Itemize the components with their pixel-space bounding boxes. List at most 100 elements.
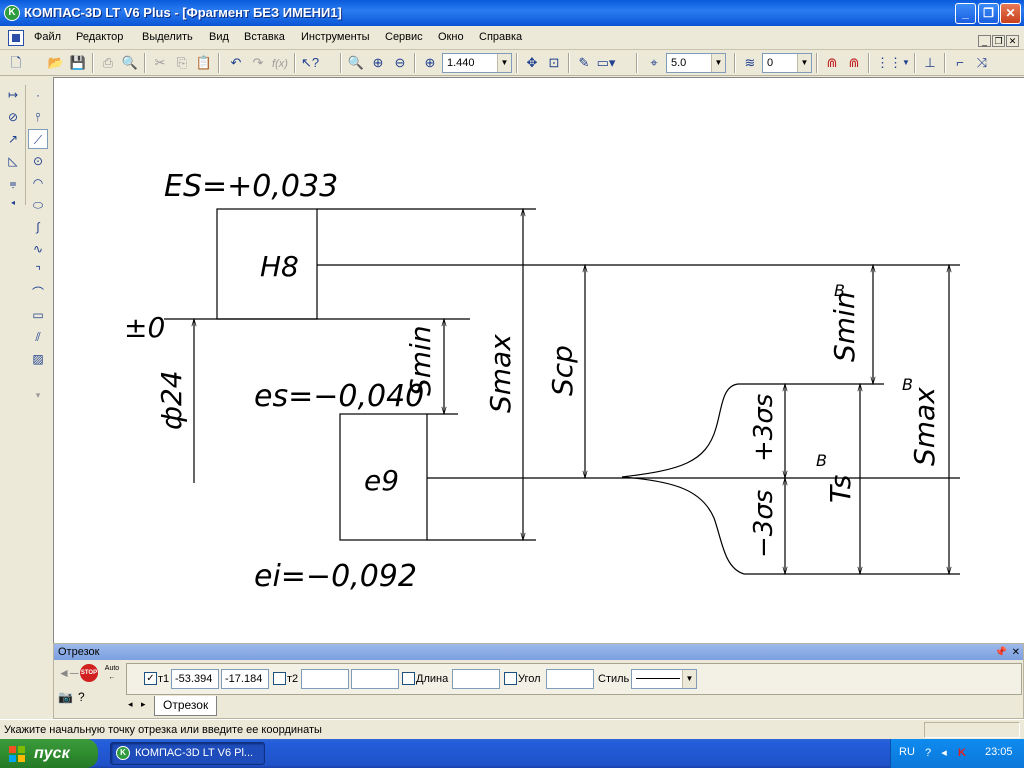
chevron-down-icon[interactable]: ▼ bbox=[797, 54, 811, 72]
layer-combo[interactable]: 0 ▼ bbox=[762, 53, 812, 73]
kompas-app-icon[interactable]: K bbox=[4, 5, 20, 21]
menu-edit[interactable]: Редактор bbox=[76, 31, 124, 43]
taskbar-kompas-button[interactable]: K КОМПАС-3D LT V6 Pl... bbox=[110, 742, 265, 765]
tab-scroll-left-icon[interactable]: ◂ bbox=[128, 699, 133, 709]
back-arrow-icon[interactable]: ◄─ bbox=[58, 666, 79, 680]
menu-view[interactable]: Вид bbox=[209, 31, 229, 43]
redraw-button[interactable]: ✎ bbox=[574, 53, 594, 73]
layout-button[interactable]: ▭▾ bbox=[596, 53, 616, 73]
grid-dropdown-button[interactable]: ▼ bbox=[896, 53, 916, 73]
zoom-scale-button[interactable]: ⊕ bbox=[420, 53, 440, 73]
snap-button[interactable]: ⋒ bbox=[822, 53, 842, 73]
t1-y-field[interactable]: -17.184 bbox=[221, 669, 269, 689]
length-field[interactable] bbox=[452, 669, 500, 689]
redo-button[interactable]: ↷ bbox=[248, 53, 268, 73]
t1-x-field[interactable]: -53.394 bbox=[171, 669, 219, 689]
start-button[interactable]: пуск bbox=[0, 739, 98, 768]
menu-insert[interactable]: Вставка bbox=[244, 31, 285, 43]
drawing-canvas[interactable]: ES=+0,033 H8 ±0 ф24 es=−0,040 e9 ei=−0,0… bbox=[53, 77, 1024, 643]
document-icon[interactable] bbox=[8, 30, 24, 46]
local-cs-button[interactable]: ⊥ bbox=[920, 53, 940, 73]
rectangle-button[interactable]: ▭ bbox=[28, 305, 48, 325]
doc-minimize-button[interactable]: _ bbox=[978, 35, 991, 47]
hatch-button[interactable]: ⩦ bbox=[3, 173, 23, 193]
undo-button[interactable]: ↶ bbox=[226, 53, 246, 73]
segment-button[interactable]: ⟋ bbox=[28, 129, 48, 149]
new-file-button[interactable]: 🗋 bbox=[6, 53, 26, 73]
language-indicator[interactable]: RU bbox=[899, 746, 915, 758]
help-icon[interactable]: ? bbox=[78, 690, 85, 704]
hatch-fill-button[interactable]: ▨ bbox=[28, 349, 48, 369]
menu-service[interactable]: Сервис bbox=[385, 31, 423, 43]
angle-field[interactable] bbox=[546, 669, 594, 689]
menu-tools[interactable]: Инструменты bbox=[301, 31, 370, 43]
paste-button[interactable]: 📋 bbox=[194, 53, 214, 73]
zoom-combo[interactable]: 1.440 ▼ bbox=[442, 53, 512, 73]
auxiliary-line-button[interactable]: ⫯ bbox=[28, 107, 48, 127]
show-all-button[interactable]: ⊡ bbox=[544, 53, 564, 73]
fillet-button[interactable]: ⌒ bbox=[28, 283, 48, 303]
angle-checkbox[interactable] bbox=[504, 672, 517, 685]
tab-segment[interactable]: Отрезок bbox=[154, 696, 218, 716]
cut-button[interactable]: ✂ bbox=[150, 53, 170, 73]
local-snap-button[interactable]: ⋒ bbox=[844, 53, 864, 73]
measure-button[interactable]: ◺ bbox=[3, 151, 23, 171]
point-button[interactable]: · bbox=[28, 85, 48, 105]
length-checkbox[interactable] bbox=[402, 672, 415, 685]
ellipse-button[interactable]: ⬭ bbox=[28, 195, 48, 215]
step-combo[interactable]: 5.0 ▼ bbox=[666, 53, 726, 73]
help-tray-icon[interactable]: ? bbox=[924, 747, 932, 759]
zoom-out-button[interactable]: ⊖ bbox=[390, 53, 410, 73]
geometry-button[interactable]: ⊘ bbox=[3, 107, 23, 127]
menu-file[interactable]: Файл bbox=[34, 31, 62, 43]
dimensions-button[interactable]: ↦ bbox=[3, 85, 23, 105]
equidistant-button[interactable]: ⫽ bbox=[28, 327, 48, 347]
t1-checkbox[interactable]: ✓ bbox=[144, 672, 157, 685]
chevron-down-icon[interactable]: ▼ bbox=[711, 54, 725, 72]
chamfer-button[interactable]: ⌝ bbox=[28, 261, 48, 281]
arrow-left-tray-icon[interactable]: ◂ bbox=[941, 747, 947, 759]
restore-button[interactable]: ❐ bbox=[978, 3, 999, 24]
function-button[interactable]: f(x) bbox=[270, 53, 290, 73]
panel-scroll-button[interactable]: ◂ bbox=[3, 193, 23, 213]
copy-button[interactable]: ⎘ bbox=[172, 53, 192, 73]
open-file-button[interactable]: 📂 bbox=[46, 53, 66, 73]
style-select[interactable]: ▼ bbox=[631, 669, 697, 689]
close-icon[interactable]: ✕ bbox=[1011, 647, 1020, 658]
save-button[interactable]: 💾 bbox=[68, 53, 88, 73]
t2-y-field[interactable] bbox=[351, 669, 399, 689]
minimize-button[interactable]: _ bbox=[955, 3, 976, 24]
print-preview-button[interactable]: 🔍 bbox=[120, 53, 140, 73]
leader-button[interactable]: ↗ bbox=[3, 129, 23, 149]
step-cursor-button[interactable]: ⌖ bbox=[644, 53, 664, 73]
menu-window[interactable]: Окно bbox=[438, 31, 464, 43]
help-pointer-button[interactable]: ↖? bbox=[300, 53, 320, 73]
auto-create-button[interactable]: Auto← bbox=[104, 665, 120, 681]
tab-scroll-right-icon[interactable]: ▸ bbox=[141, 699, 146, 709]
menu-help[interactable]: Справка bbox=[479, 31, 523, 43]
more-tools-button[interactable]: ▾ bbox=[28, 385, 48, 405]
chevron-down-icon[interactable]: ▼ bbox=[497, 54, 511, 72]
zoom-in-button[interactable]: ⊕ bbox=[368, 53, 388, 73]
doc-restore-button[interactable]: ❐ bbox=[992, 35, 1005, 47]
polyline-button[interactable]: ∿ bbox=[28, 239, 48, 259]
close-button[interactable]: ✕ bbox=[1000, 3, 1021, 24]
stop-button[interactable]: STOP bbox=[80, 664, 98, 682]
camera-icon[interactable]: 📷 bbox=[58, 690, 73, 704]
pan-button[interactable]: ✥ bbox=[522, 53, 542, 73]
t2-x-field[interactable] bbox=[301, 669, 349, 689]
grid-button[interactable]: ⋮⋮ bbox=[876, 53, 902, 73]
kaspersky-icon[interactable]: K bbox=[958, 747, 966, 759]
circle-button[interactable]: ⊙ bbox=[28, 151, 48, 171]
bezier-button[interactable]: ∫ bbox=[28, 217, 48, 237]
zoom-window-button[interactable]: 🔍 bbox=[346, 53, 366, 73]
layers-button[interactable]: ≋ bbox=[740, 53, 760, 73]
arc-button[interactable]: ◠ bbox=[28, 173, 48, 193]
t2-checkbox[interactable] bbox=[273, 672, 286, 685]
pin-icon[interactable]: 📌 bbox=[994, 647, 1007, 658]
doc-close-button[interactable]: ✕ bbox=[1006, 35, 1019, 47]
menu-select[interactable]: Выделить bbox=[142, 31, 193, 43]
print-button[interactable]: ⎙ bbox=[98, 53, 118, 73]
chevron-down-icon[interactable]: ▼ bbox=[682, 670, 696, 688]
ortho-button[interactable]: ⌐ bbox=[950, 53, 970, 73]
